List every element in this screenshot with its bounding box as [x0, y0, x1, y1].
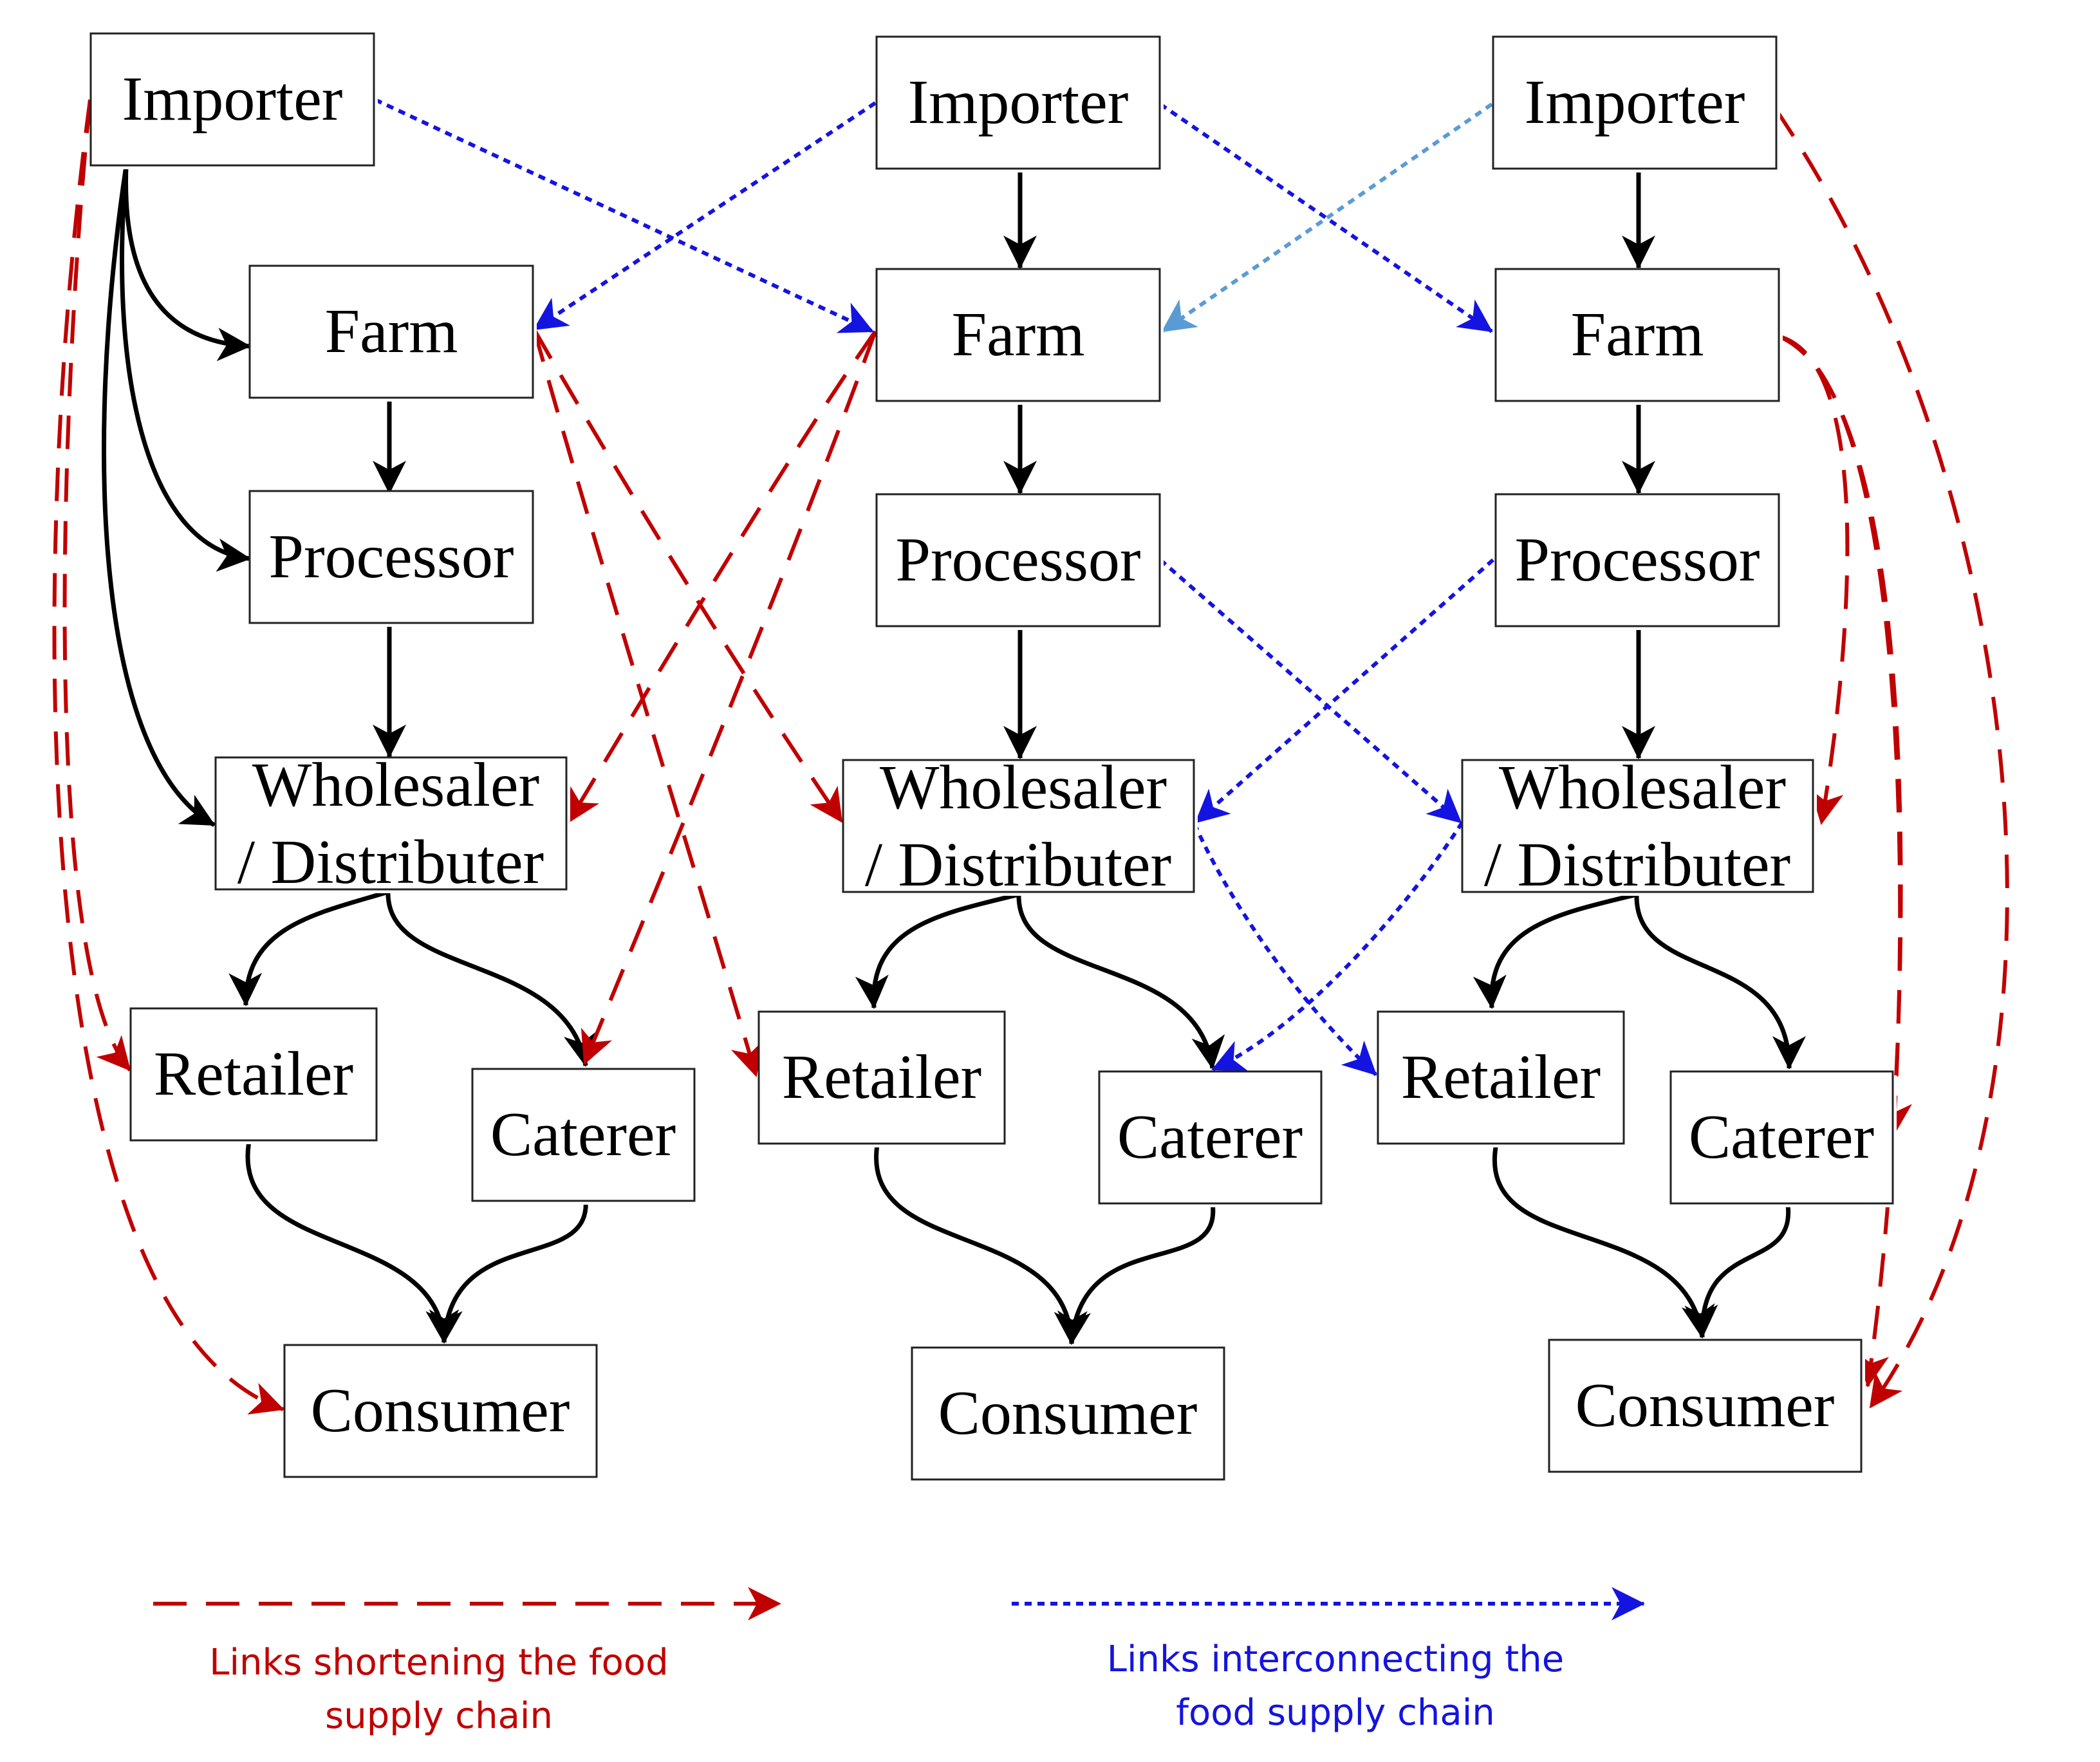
chain1-caterer-label: Caterer	[490, 1100, 676, 1169]
edge-red-farm3-consumer3	[1776, 334, 1903, 1387]
chain3-farm-node: Farm	[1494, 268, 1783, 405]
edge-red-importer1-retailer1	[62, 99, 132, 1071]
edge-retailer1-consumer1	[245, 1137, 460, 1344]
chain2-consumer-label: Consumer	[938, 1378, 1198, 1448]
edge-wholesaler3-caterer3	[1634, 894, 1806, 1070]
edge-importer1-processor1	[120, 165, 251, 572]
chain3-caterer-node: Caterer	[1669, 1070, 1897, 1207]
chain1-wholesaler-node: Wholesaler / Distributer	[214, 750, 570, 897]
edge-blue-importer2-farm1	[533, 101, 877, 331]
edge-retailer3-consumer3	[1492, 1143, 1715, 1339]
chain1-caterer-node: Caterer	[471, 1068, 698, 1205]
chain2-wholesaler-node: Wholesaler / Distributer	[842, 753, 1198, 900]
edge-blue-processor2-wholesaler3	[1159, 558, 1462, 824]
chain2-importer-label: Importer	[908, 68, 1129, 137]
chain1-farm-label: Farm	[325, 297, 458, 366]
solid-edges	[102, 165, 1806, 1345]
edge-red-farm1-wholesaler2	[532, 328, 844, 823]
chain3-processor-node: Processor	[1494, 493, 1783, 630]
chain2-farm-node: Farm	[875, 268, 1164, 405]
chain1-importer-node: Importer	[89, 32, 378, 169]
chain1-retailer-node: Retailer	[129, 1007, 380, 1144]
edge-lightblue-importer3-farm2	[1161, 102, 1493, 333]
legend: Links shortening the food supply chain L…	[153, 1587, 1645, 1737]
chain2-farm-label: Farm	[952, 300, 1085, 369]
chain2-caterer-label: Caterer	[1117, 1102, 1303, 1172]
chain3-retailer-label: Retailer	[1401, 1043, 1601, 1112]
edge-red-farm3-wholesaler3	[1777, 334, 1850, 825]
edge-wholesaler2-retailer2	[855, 892, 1019, 1009]
edge-wholesaler1-retailer1	[228, 889, 389, 1006]
edge-red-farm3-caterer3	[1777, 334, 1912, 1136]
chain1-consumer-label: Consumer	[311, 1376, 570, 1445]
edge-caterer3-consumer3	[1684, 1204, 1791, 1339]
legend-shortening-text-line2: supply chain	[325, 1695, 553, 1737]
edge-caterer1-consumer1	[429, 1198, 588, 1344]
chain2-retailer-node: Retailer	[757, 1010, 1008, 1147]
chain1-importer-label: Importer	[122, 64, 343, 134]
chain3-retailer-node: Retailer	[1377, 1010, 1628, 1147]
chain3-caterer-label: Caterer	[1689, 1102, 1874, 1172]
edge-red-importer3-consumer3	[1773, 107, 2009, 1409]
chain2-processor-label: Processor	[895, 525, 1140, 595]
edge-red-farm1-retailer2	[532, 329, 763, 1077]
chain2-consumer-node: Consumer	[911, 1346, 1228, 1483]
chain3-processor-label: Processor	[1514, 525, 1760, 595]
chain3-importer-node: Importer	[1492, 35, 1780, 172]
chain2-retailer-label: Retailer	[782, 1043, 981, 1112]
interconnecting-edges	[374, 98, 1494, 1077]
chain2-processor-node: Processor	[875, 493, 1164, 630]
chain1-processor-label: Processor	[268, 522, 514, 591]
chain3-wholesaler-label-line1: Wholesaler	[1499, 753, 1786, 822]
chain3-farm-label: Farm	[1571, 300, 1704, 369]
chain1-processor-node: Processor	[248, 490, 537, 627]
edge-blue-wholesaler3-caterer2	[1211, 821, 1464, 1071]
legend-shortening-text-line1: Links shortening the food	[209, 1642, 668, 1683]
edge-red-importer1-consumer1	[52, 99, 284, 1414]
chain3-consumer-label: Consumer	[1575, 1371, 1835, 1440]
legend-interconnecting-text-line2: food supply chain	[1176, 1692, 1495, 1734]
chain3-wholesaler-node: Wholesaler / Distributer	[1461, 753, 1817, 900]
edge-importer1-farm1	[124, 165, 251, 362]
edge-blue-importer1-farm2	[374, 98, 874, 333]
edge-red-farm2-wholesaler1	[566, 330, 877, 824]
chain1-farm-node: Farm	[248, 264, 537, 402]
chain1-retailer-label: Retailer	[154, 1039, 353, 1109]
edge-retailer2-consumer2	[874, 1140, 1088, 1345]
edge-wholesaler1-caterer1	[386, 891, 597, 1067]
edge-importer1-wholesaler1	[102, 165, 216, 828]
chain1-wholesaler-label-line2: / Distributer	[237, 828, 544, 897]
chain1-wholesaler-label-line1: Wholesaler	[252, 750, 539, 820]
chain2-caterer-node: Caterer	[1098, 1070, 1325, 1207]
edge-wholesaler3-retailer3	[1473, 892, 1637, 1009]
edge-red-farm2-caterer1	[581, 330, 877, 1065]
chain2-importer-node: Importer	[875, 35, 1164, 172]
chain2-wholesaler-label-line2: / Distributer	[865, 830, 1171, 900]
chain2-wholesaler-label-line1: Wholesaler	[880, 753, 1167, 822]
chain1-consumer-node: Consumer	[283, 1344, 600, 1481]
edge-blue-processor3-wholesaler2	[1194, 558, 1494, 824]
chain3-consumer-node: Consumer	[1548, 1339, 1865, 1476]
shortening-edges	[52, 99, 2009, 1414]
chain3-importer-label: Importer	[1525, 68, 1745, 137]
edge-caterer2-consumer2	[1057, 1203, 1216, 1345]
edge-blue-importer2-farm3	[1159, 102, 1493, 333]
edge-wholesaler2-caterer2	[1016, 894, 1225, 1070]
edge-blue-wholesaler2-retailer3	[1193, 822, 1378, 1077]
legend-interconnecting-text-line1: Links interconnecting the	[1107, 1638, 1564, 1680]
chain3-wholesaler-label-line2: / Distributer	[1484, 830, 1790, 900]
